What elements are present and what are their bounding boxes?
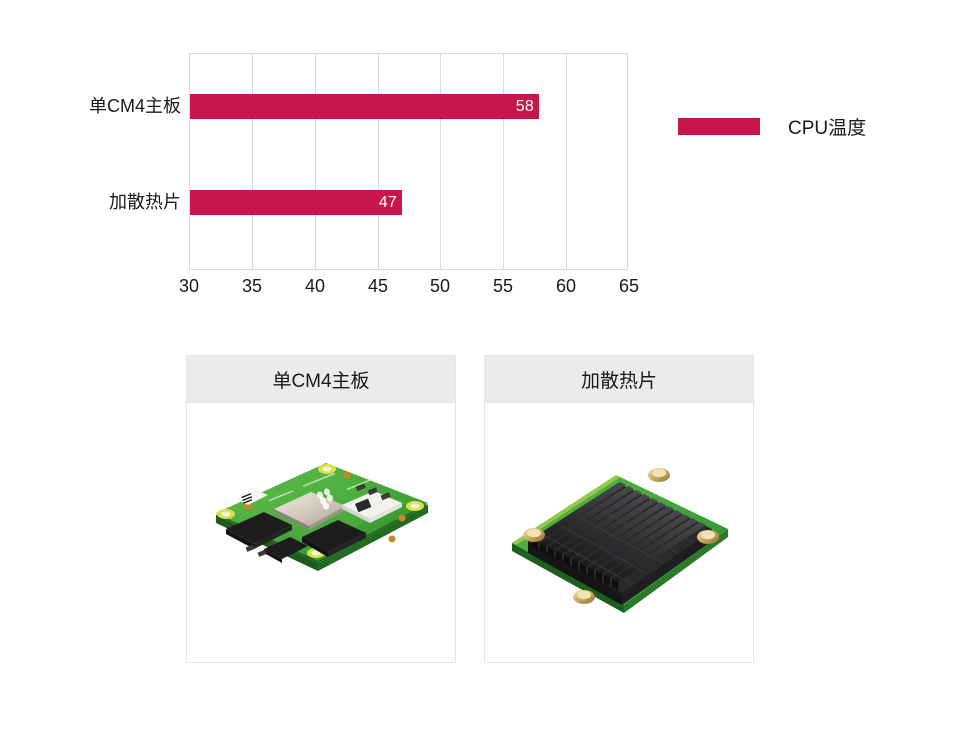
x-tick-3: 45 (367, 276, 389, 296)
bar-series-cpu-temp-1[interactable]: 47 (190, 190, 402, 215)
cm4-heatsink-photo (512, 468, 728, 613)
screw (523, 528, 545, 542)
legend-swatch-cpu-temp (678, 118, 760, 135)
screw (697, 530, 719, 544)
gridline-60 (566, 54, 567, 269)
cm4-module-photo (216, 462, 428, 571)
card-title-cm4-board: 单CM4主板 (187, 356, 455, 403)
x-tick-2: 40 (304, 276, 326, 296)
card-title-heatsink: 加散热片 (485, 356, 753, 403)
x-tick-6: 60 (555, 276, 577, 296)
card-image-container-cm4-board (187, 403, 455, 662)
x-tick-7: 65 (618, 276, 640, 296)
category-label-0: 单CM4主板 (88, 96, 181, 116)
screw (573, 590, 595, 604)
card-image-container-heatsink (485, 403, 753, 662)
gridline-55 (503, 54, 504, 269)
bar-series-cpu-temp-0[interactable]: 58 (190, 94, 539, 119)
gridline-35 (252, 54, 253, 269)
legend-label-cpu-temp: CPU温度 (788, 118, 867, 139)
x-tick-5: 55 (492, 276, 514, 296)
x-tick-4: 50 (429, 276, 451, 296)
x-tick-0: 30 (178, 276, 200, 296)
bar-value-label-1: 47 (378, 193, 397, 211)
product-card-cm4-board[interactable]: 单CM4主板 (186, 355, 456, 663)
screw (648, 468, 670, 482)
gridline-40 (315, 54, 316, 269)
chart-legend: CPU温度 (678, 113, 866, 140)
product-card-group: 单CM4主板 (186, 355, 774, 663)
bar-value-label-0: 58 (515, 97, 534, 115)
category-label-1: 加散热片 (109, 192, 181, 212)
product-card-heatsink[interactable]: 加散热片 (484, 355, 754, 663)
gridline-50 (440, 54, 441, 269)
x-axis: 30 35 40 45 50 55 60 65 (179, 276, 639, 302)
category-axis: 单CM4主板 加散热片 (0, 53, 181, 270)
cpu-temperature-bar-chart: 单CM4主板 加散热片 58 47 30 35 40 45 (0, 0, 960, 330)
x-tick-1: 35 (241, 276, 263, 296)
plot-area: 58 47 (189, 53, 628, 270)
gridline-45 (378, 54, 379, 269)
